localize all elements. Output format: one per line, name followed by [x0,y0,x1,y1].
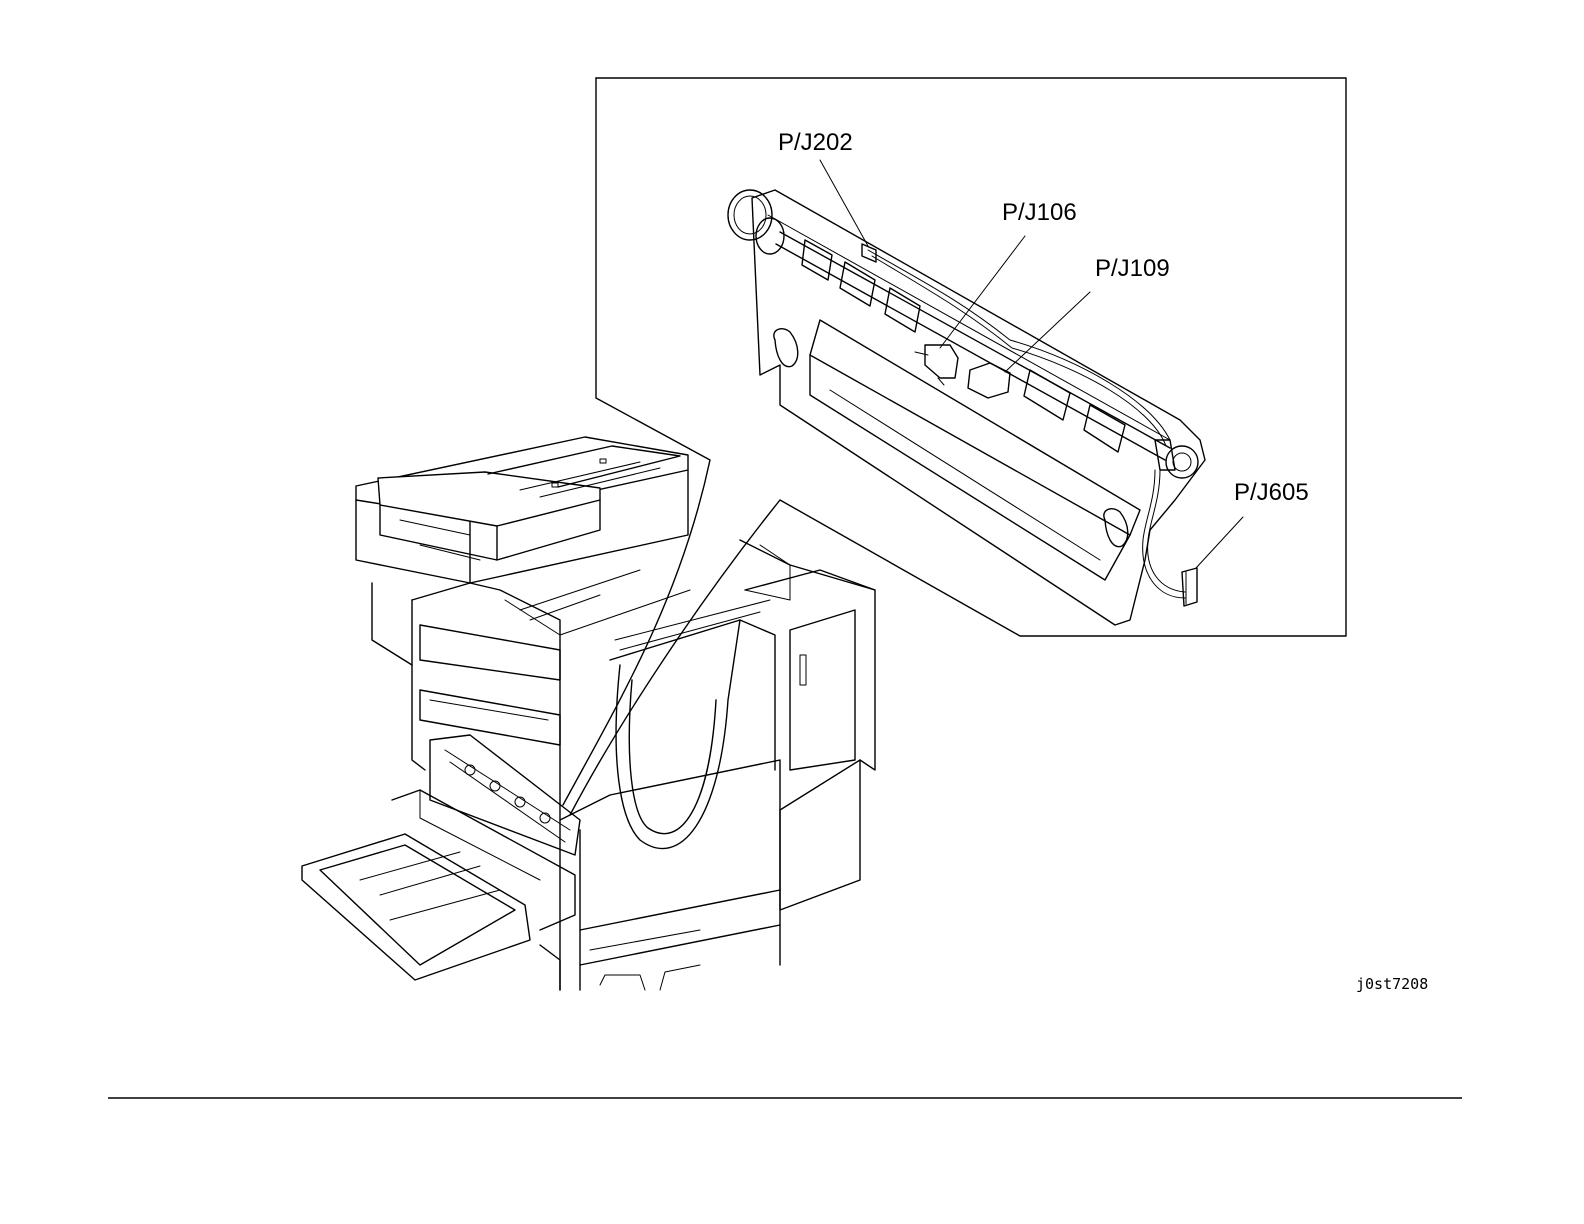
callout-pj605: P/J605 [1234,479,1309,506]
callout-pj202: P/J202 [778,129,853,156]
callout-pj109: P/J109 [1095,255,1170,282]
callout-pj106: P/J106 [1002,199,1077,226]
printer-illustration [302,437,875,990]
figure-id: j0st7208 [1356,975,1428,993]
detail-callout-frame [563,78,1346,815]
